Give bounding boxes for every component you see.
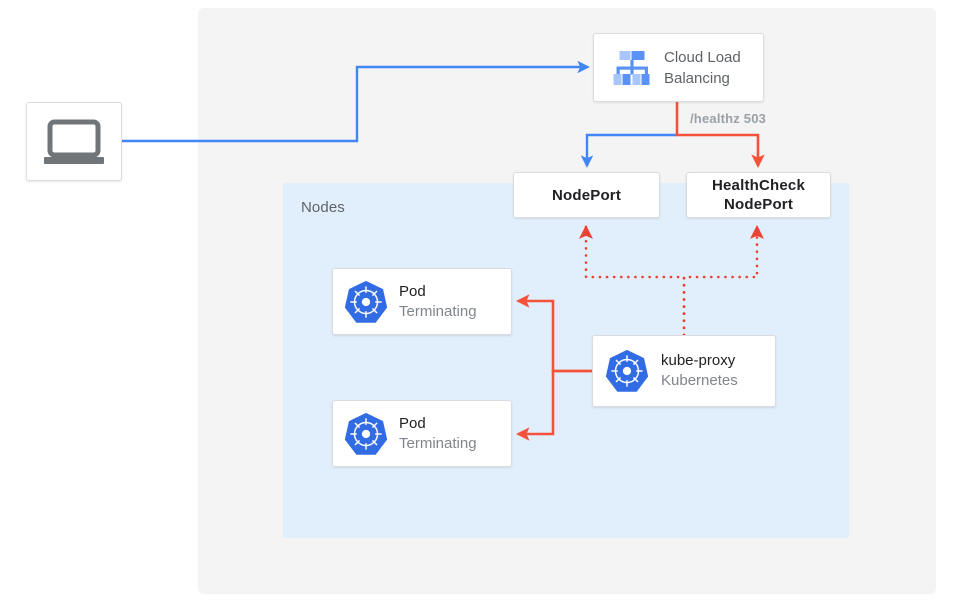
kube-proxy-label: kube-proxy: [661, 352, 736, 369]
kubernetes-icon: [593, 348, 661, 394]
pod-bottom-status: Terminating: [399, 434, 477, 452]
laptop-icon: [27, 103, 121, 180]
kube-proxy-card[interactable]: kube-proxy Kubernetes: [592, 335, 776, 407]
healthcheck-nodeport-label-line1: HealthCheck: [711, 177, 806, 194]
kube-proxy-sublabel: Kubernetes: [661, 372, 738, 389]
pod-terminating-bottom-card[interactable]: Pod Terminating: [332, 400, 512, 467]
clb-label-line2: Balancing: [664, 69, 730, 87]
cloud-load-balancing-card[interactable]: Cloud Load Balancing: [593, 33, 764, 102]
healthcheck-nodeport-label: HealthCheck NodePort: [712, 176, 805, 214]
client-laptop-card[interactable]: [26, 102, 122, 181]
nodes-region-label: Nodes: [301, 199, 345, 216]
pod-bottom-label: Pod: [399, 414, 426, 432]
clb-label-line1: Cloud Load: [664, 48, 741, 66]
nodeport-label: NodePort: [551, 186, 622, 204]
kubernetes-icon: [333, 279, 399, 325]
healthcheck-nodeport-label-line2: NodePort: [723, 196, 794, 213]
kubernetes-icon: [333, 411, 399, 457]
nodeport-card[interactable]: NodePort: [513, 172, 660, 218]
pod-top-status: Terminating: [399, 302, 477, 320]
pod-terminating-top-card[interactable]: Pod Terminating: [332, 268, 512, 335]
pod-top-label: Pod: [399, 282, 426, 300]
healthcheck-nodeport-card[interactable]: HealthCheck NodePort: [686, 172, 831, 218]
cloud-load-balancing-icon: [600, 47, 664, 89]
healthz-annotation-label: /healthz 503: [690, 111, 767, 126]
